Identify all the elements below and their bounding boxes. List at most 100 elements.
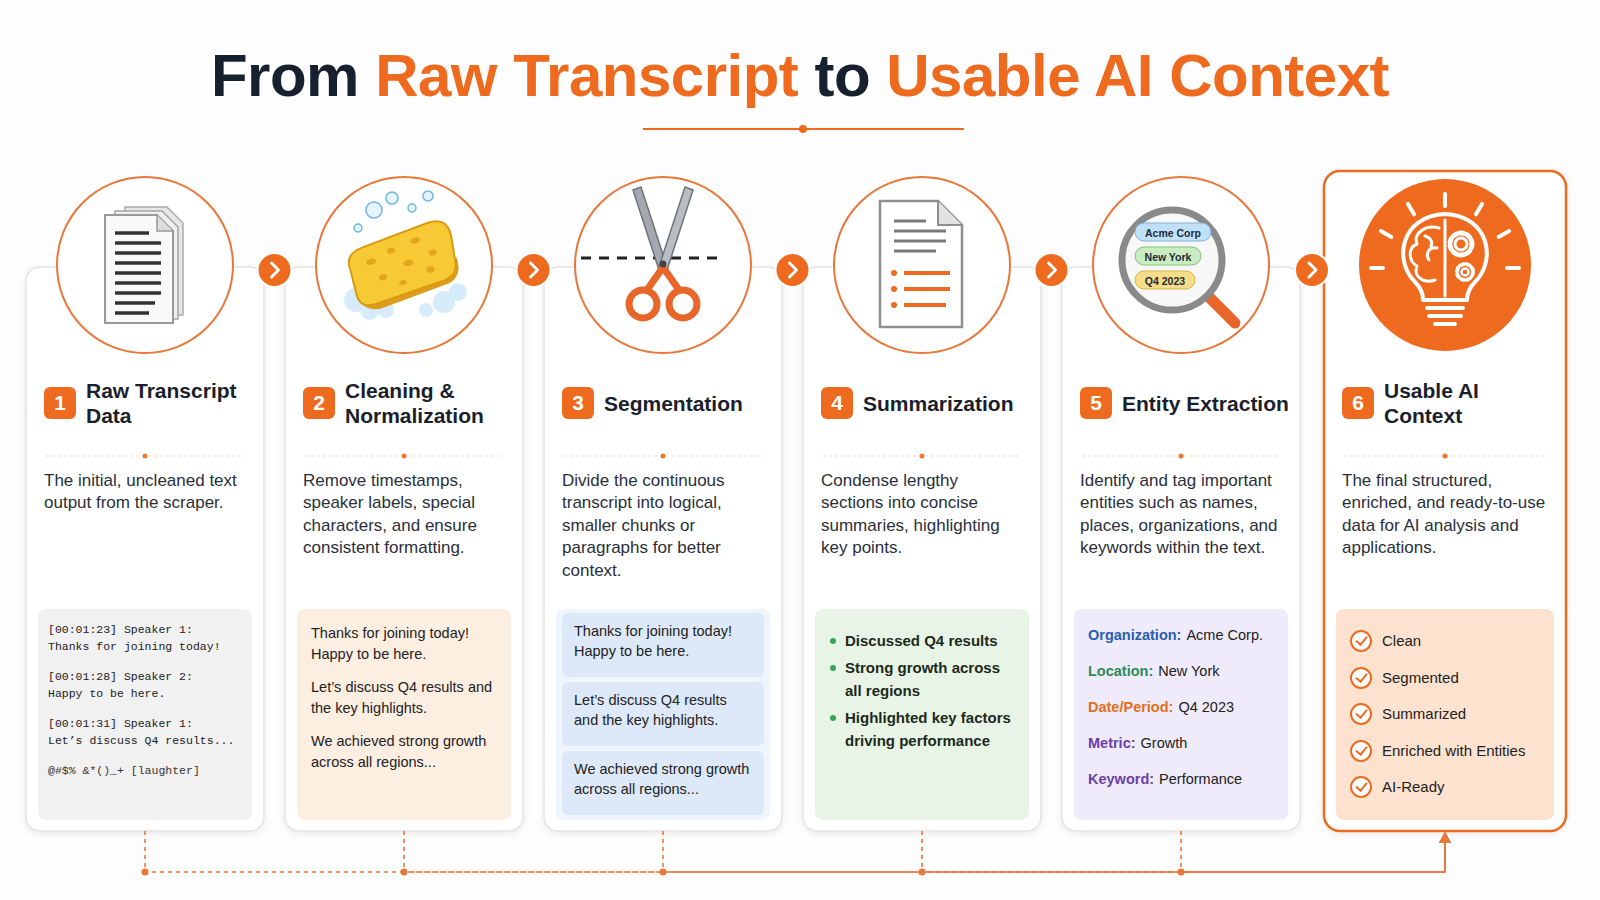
summary-document-icon-part — [891, 270, 897, 308]
junction-dot — [660, 869, 667, 876]
sponge-icon-part-part-part — [365, 258, 376, 266]
sponge-icon-part-part-part — [399, 279, 408, 286]
ai-brain-bulb-icon-part — [1403, 214, 1487, 300]
feedback-line — [663, 831, 1445, 872]
sponge-icon-part-part — [363, 233, 442, 292]
transcript-line: [00:01:23] Speaker 1: — [48, 621, 242, 638]
arrow-head — [1439, 832, 1451, 843]
scissors-icon-part — [669, 290, 697, 318]
summary-document-icon — [880, 201, 962, 327]
ai-brain-bulb-icon-part — [1410, 227, 1439, 281]
summary-document-icon-part-part — [904, 271, 950, 275]
transcript-line: @#$% &*()_+ [laughter] — [48, 762, 242, 779]
scissors-icon-part — [660, 261, 667, 268]
card-backgrounds — [26, 171, 1566, 831]
segment-text: Happy to be here. — [574, 641, 752, 661]
transcript-line: Happy to be here. — [48, 685, 242, 702]
step-number-badge: 1 — [44, 387, 76, 419]
summary-point: Highlighted key factors driving performa… — [845, 706, 1017, 752]
arrow-head — [1439, 832, 1451, 843]
step-description: The initial, uncleaned text output from … — [44, 470, 248, 515]
sponge-icon-part — [344, 218, 465, 314]
junction-dot — [142, 869, 149, 876]
arrow-button — [776, 253, 810, 287]
flow-connector — [919, 831, 1452, 876]
ai-brain-bulb-icon-part — [1444, 220, 1447, 296]
summary-document-icon-part-part — [904, 287, 950, 291]
raw-text-sample: [00:01:23] Speaker 1:Thanks for joining … — [38, 609, 252, 820]
title-word: AI — [1094, 42, 1153, 109]
flow-connector — [517, 253, 551, 287]
ai-brain-bulb-icon-part-part — [1507, 266, 1519, 270]
ai-brain-bulb-icon — [1371, 194, 1519, 324]
summary-document-icon-part — [904, 273, 950, 305]
arrow-chevron — [272, 263, 279, 277]
summary-document-icon-part — [880, 201, 962, 327]
heading-area: Summarization — [863, 375, 1033, 431]
title-area: From Raw Transcript to Usable AI Context — [0, 38, 1600, 114]
flow-connector — [660, 831, 1452, 876]
title-word: Raw — [375, 42, 497, 109]
junction-dot — [919, 869, 926, 876]
step-card: SegmentationDivide the continuous transc… — [544, 171, 782, 831]
entity-type: Date/Period: — [1088, 699, 1173, 715]
sponge-icon-part-part-part — [426, 266, 435, 274]
title-word: to — [814, 42, 870, 109]
segment-text: We achieved strong growth across all reg… — [574, 759, 752, 799]
document-icon-part — [115, 233, 161, 313]
summary-document-icon-part-part — [894, 230, 946, 233]
magnifier-icon-part — [1135, 247, 1201, 265]
scissors-icon-part — [647, 270, 661, 290]
step-heading: Usable AI Context — [1384, 378, 1558, 428]
flow-connector — [258, 253, 292, 287]
ai-brain-bulb-icon-part-part — [1371, 266, 1383, 270]
entity-value: Q4 2023 — [1178, 699, 1234, 715]
checklist-item: AI-Ready — [1350, 777, 1445, 797]
divider-lines — [46, 455, 1546, 456]
entity-row: Keyword:Performance — [1088, 769, 1274, 805]
sponge-icon-part — [354, 191, 433, 232]
step-card: Raw Transcript DataThe initial, uncleane… — [26, 171, 264, 831]
sponge-icon-part-part — [354, 224, 362, 232]
sponge-icon-part-part-part — [428, 249, 437, 257]
document-icon — [105, 207, 183, 323]
flow-connector — [1035, 253, 1069, 287]
step-description: Identify and tag important entities such… — [1080, 470, 1284, 560]
transcript-line: Let’s discuss Q4 results... — [48, 732, 242, 749]
text-segment: We achieved strong growth across all reg… — [562, 751, 764, 815]
step-description: Condense lengthy sections into concise s… — [821, 470, 1025, 560]
icon-circles-part — [1359, 179, 1531, 351]
checklist-panel: CleanSegmentedSummarizedEnriched with En… — [1336, 609, 1554, 820]
segment-text: Let’s discuss Q4 results and the key hig… — [574, 690, 752, 730]
sponge-icon-part-part — [386, 192, 398, 204]
description-area: Divide the continuous transcript into lo… — [562, 470, 766, 582]
sponge-icon-part-part — [344, 218, 463, 308]
icon-circles-part — [1093, 177, 1269, 353]
sample-text: Let’s discuss Q4 results and the key hig… — [311, 677, 497, 718]
step-description: Remove timestamps, speaker labels, speci… — [303, 470, 507, 560]
ai-brain-bulb-icon-part-part — [1499, 231, 1509, 237]
scissors-icon-part — [658, 187, 693, 273]
step-number: 6 — [1352, 391, 1364, 415]
entity-row: Organization:Acme Corp. — [1088, 625, 1274, 661]
feedback-line — [1181, 831, 1445, 872]
sponge-icon-part-part-part — [379, 273, 388, 281]
segment-panel — [556, 609, 770, 820]
title-word: From — [211, 42, 359, 109]
sponge-icon-part-part — [423, 191, 433, 201]
summary-point: Strong growth across all regions — [845, 656, 1017, 702]
tag-label-area: Acme Corp — [1135, 223, 1211, 241]
summary-document-icon-part — [894, 221, 946, 251]
arrow-chevron — [790, 263, 797, 277]
ai-brain-bulb-icon-part-part — [1443, 194, 1447, 206]
magnifier-icon-part — [1135, 271, 1195, 289]
step-number: 3 — [572, 391, 584, 415]
arrow-head — [1439, 832, 1451, 843]
step-card: SummarizationCondense lengthy sections i… — [803, 171, 1041, 831]
checklist-row: Clean — [1350, 623, 1542, 660]
title-underline — [643, 125, 964, 133]
icon-circles-part — [575, 177, 751, 353]
segment-text: Thanks for joining today! — [574, 621, 752, 641]
step-heading: Raw Transcript Data — [86, 378, 256, 428]
entity-type: Location: — [1088, 663, 1153, 679]
